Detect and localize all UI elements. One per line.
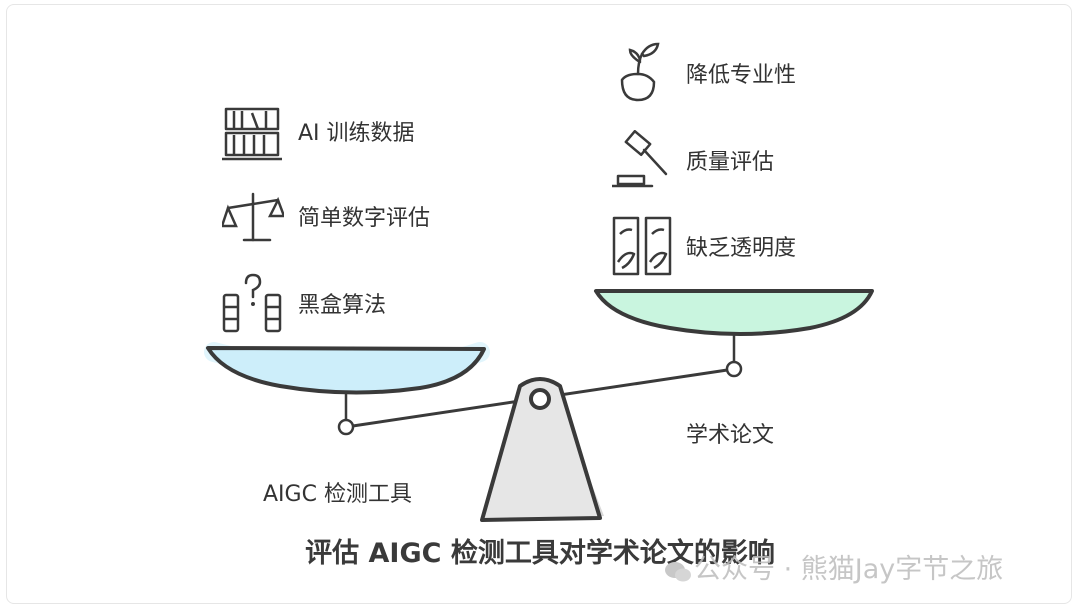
fulcrum xyxy=(480,377,602,522)
left-pan xyxy=(206,346,486,395)
plant-pot-icon xyxy=(620,42,660,102)
pivot-circle xyxy=(529,388,551,410)
glass-panels-icon xyxy=(612,216,672,276)
left-item-ai-training-data: AI 训练数据 xyxy=(298,121,415,146)
bookshelf-icon xyxy=(222,107,282,161)
figure-frame xyxy=(6,4,1072,604)
scale-icon xyxy=(222,192,284,242)
right-item-reduce-professionalism: 降低专业性 xyxy=(686,63,797,88)
left-item-black-box-algorithm: 黑盒算法 xyxy=(298,293,387,318)
left-item-simple-numeric-eval: 简单数字评估 xyxy=(298,206,431,231)
right-pan-label: 学术论文 xyxy=(686,423,775,448)
right-item-quality-assessment: 质量评估 xyxy=(686,150,775,175)
right-pan-joint xyxy=(725,360,743,378)
gavel-icon xyxy=(612,130,668,188)
wechat-icon xyxy=(665,562,691,582)
right-pan xyxy=(594,289,874,336)
left-pan-label: AIGC 检测工具 xyxy=(263,482,412,507)
diagram-title: 评估 AIGC 检测工具对学术论文的影响 xyxy=(305,538,775,569)
left-pan-joint xyxy=(337,418,355,436)
right-item-lack-of-transparency: 缺乏透明度 xyxy=(686,236,797,261)
watermark: 公众号 · 熊猫Jay字节之旅 xyxy=(694,554,1004,585)
question-blocks-icon xyxy=(222,273,282,333)
